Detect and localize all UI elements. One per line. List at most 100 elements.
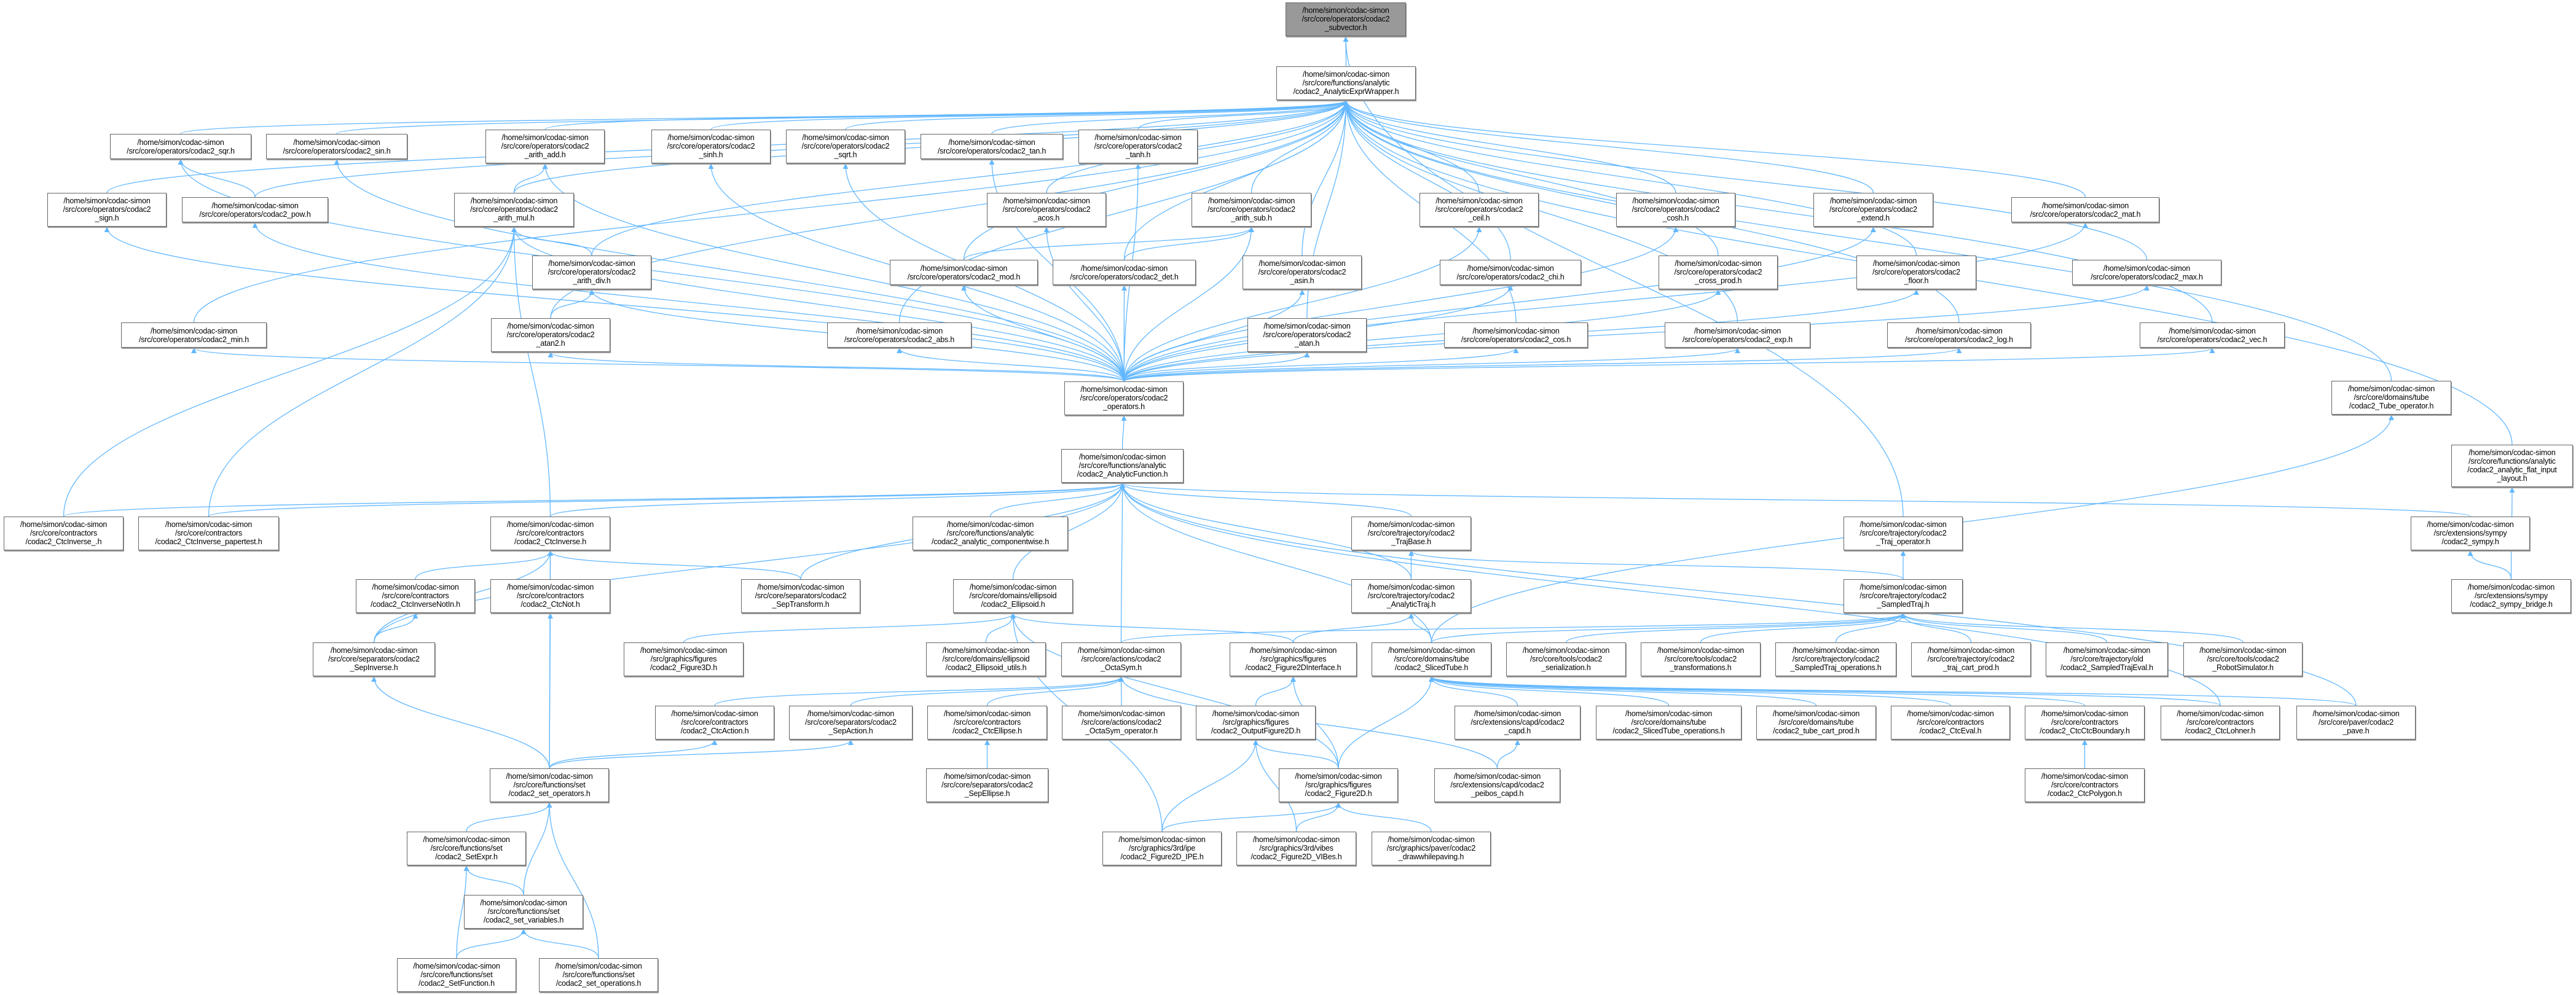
graph-node-figure2d-ipe[interactable]: /home/simon/codac-simon/src/graphics/3rd… [1102,832,1222,865]
graph-node-ellipsoid-utils[interactable]: /home/simon/codac-simon/src/core/domains… [926,642,1046,676]
graph-node-cosh[interactable]: /home/simon/codac-simon/src/core/operato… [1616,193,1735,227]
node-label-line: /src/core/separators/codac2 [941,781,1033,789]
graph-node-extend[interactable]: /home/simon/codac-simon/src/core/operato… [1813,193,1933,227]
graph-node-wrapper[interactable]: /home/simon/codac-simon/src/core/functio… [1276,66,1416,100]
graph-node-tube-cart-prod[interactable]: /home/simon/codac-simon/src/core/domains… [1756,706,1876,739]
graph-node-capd[interactable]: /home/simon/codac-simon/src/extensions/c… [1455,706,1581,739]
graph-node-pave[interactable]: /home/simon/codac-simon/src/core/paver/c… [2296,706,2416,739]
graph-node-log[interactable]: /home/simon/codac-simon/src/core/operato… [1887,322,2031,348]
graph-node-setexpr[interactable]: /home/simon/codac-simon/src/core/functio… [407,832,526,865]
graph-node-slicedtube-operations[interactable]: /home/simon/codac-simon/src/core/domains… [1596,706,1742,739]
node-label-line: /codac2_CtcNot.h [520,600,580,609]
graph-node-mat[interactable]: /home/simon/codac-simon/src/core/operato… [2011,197,2159,222]
graph-node-peibos-capd[interactable]: /home/simon/codac-simon/src/extensions/c… [1434,768,1560,802]
graph-node-sinh[interactable]: /home/simon/codac-simon/src/core/operato… [651,130,771,163]
graph-node-pow[interactable]: /home/simon/codac-simon/src/core/operato… [182,197,328,222]
graph-node-septransform[interactable]: /home/simon/codac-simon/src/core/separat… [741,579,860,613]
graph-node-tanh[interactable]: /home/simon/codac-simon/src/core/operato… [1078,130,1198,163]
graph-node-octasym[interactable]: /home/simon/codac-simon/src/core/actions… [1061,642,1181,676]
graph-node-robotsimulator[interactable]: /home/simon/codac-simon/src/core/tools/c… [2183,642,2303,676]
graph-node-cos[interactable]: /home/simon/codac-simon/src/core/operato… [1444,322,1588,348]
graph-node-slicedtube[interactable]: /home/simon/codac-simon/src/core/domains… [1372,642,1491,676]
graph-node-figure2d-vibes[interactable]: /home/simon/codac-simon/src/graphics/3rd… [1236,832,1356,865]
graph-node-sepinverse[interactable]: /home/simon/codac-simon/src/core/separat… [313,642,435,676]
node-label-line: /home/simon/codac-simon [506,583,594,591]
graph-node-transformations[interactable]: /home/simon/codac-simon/src/core/tools/c… [1641,642,1761,676]
graph-node-arith-sub[interactable]: /home/simon/codac-simon/src/core/operato… [1192,193,1311,227]
graph-node-sepaction[interactable]: /home/simon/codac-simon/src/core/separat… [789,706,913,739]
graph-node-sqr[interactable]: /home/simon/codac-simon/src/core/operato… [110,134,251,159]
graph-node-sympy[interactable]: /home/simon/codac-simon/src/extensions/s… [2411,517,2530,550]
node-label-line: /home/simon/codac-simon [920,264,1008,273]
graph-node-figure2dinterface[interactable]: /home/simon/codac-simon/src/graphics/fig… [1230,642,1357,676]
graph-node-atan2[interactable]: /home/simon/codac-simon/src/core/operato… [491,318,610,352]
graph-node-flat-input-layout[interactable]: /home/simon/codac-simon/src/core/functio… [2451,445,2573,487]
graph-node-arith-mul[interactable]: /home/simon/codac-simon/src/core/operato… [454,193,574,227]
graph-node-atan[interactable]: /home/simon/codac-simon/src/core/operato… [1247,318,1367,352]
graph-node-tube-operator[interactable]: /home/simon/codac-simon/src/core/domains… [2331,381,2451,415]
node-label-line: /home/simon/codac-simon [1859,520,1947,529]
graph-node-max[interactable]: /home/simon/codac-simon/src/core/operato… [2072,260,2221,285]
graph-node-ctcinversenotin[interactable]: /home/simon/codac-simon/src/core/contrac… [356,579,475,613]
graph-node-traj-operator[interactable]: /home/simon/codac-simon/src/core/traject… [1844,517,1963,550]
graph-node-figure3d[interactable]: /home/simon/codac-simon/src/graphics/fig… [624,642,744,676]
graph-node-mod[interactable]: /home/simon/codac-simon/src/core/operato… [890,260,1038,285]
graph-node-ctceval[interactable]: /home/simon/codac-simon/src/core/contrac… [1891,706,2010,739]
graph-node-ellipsoid[interactable]: /home/simon/codac-simon/src/core/domains… [953,579,1073,613]
graph-node-ctcinverse-papertest[interactable]: /home/simon/codac-simon/src/core/contrac… [138,517,279,550]
graph-node-ctcnot[interactable]: /home/simon/codac-simon/src/core/contrac… [490,579,610,613]
graph-node-sympy-bridge[interactable]: /home/simon/codac-simon/src/extensions/s… [2451,579,2571,613]
graph-node-set-operations[interactable]: /home/simon/codac-simon/src/core/functio… [539,958,658,992]
graph-node-sampledtraj[interactable]: /home/simon/codac-simon/src/core/traject… [1844,579,1963,613]
node-label-line: /src/core/trajectory/codac2 [1859,591,1947,600]
edge-operators-to-exp [1123,348,1740,382]
graph-node-setfunction[interactable]: /home/simon/codac-simon/src/core/functio… [397,958,516,992]
node-label-line: /src/core/operators/codac2 [1258,268,1346,276]
graph-node-trajbase[interactable]: /home/simon/codac-simon/src/core/traject… [1351,517,1471,550]
graph-node-set-variables[interactable]: /home/simon/codac-simon/src/core/functio… [464,895,583,929]
graph-node-analytictraj[interactable]: /home/simon/codac-simon/src/core/traject… [1351,579,1471,613]
graph-node-sqrt[interactable]: /home/simon/codac-simon/src/core/operato… [786,130,905,163]
graph-node-vec[interactable]: /home/simon/codac-simon/src/core/operato… [2140,322,2285,348]
graph-node-ctclohner[interactable]: /home/simon/codac-simon/src/core/contrac… [2161,706,2280,739]
graph-node-outputfigure2d[interactable]: /home/simon/codac-simon/src/graphics/fig… [1196,706,1316,739]
graph-node-arith-div[interactable]: /home/simon/codac-simon/src/core/operato… [532,256,651,289]
node-label-line: /src/core/operators/codac2 [1002,205,1091,214]
graph-node-octasym-operator[interactable]: /home/simon/codac-simon/src/core/actions… [1062,706,1181,739]
graph-node-min[interactable]: /home/simon/codac-simon/src/core/operato… [121,322,267,348]
graph-node-sign[interactable]: /home/simon/codac-simon/src/core/operato… [47,193,167,227]
graph-node-ctcinverse-[interactable]: /home/simon/codac-simon/src/core/contrac… [4,517,124,550]
graph-node-asin[interactable]: /home/simon/codac-simon/src/core/operato… [1243,256,1362,289]
graph-node-sampledtrajeval[interactable]: /home/simon/codac-simon/src/core/traject… [2046,642,2168,676]
graph-node-drawwhilepaving[interactable]: /home/simon/codac-simon/src/graphics/pav… [1372,832,1491,865]
graph-node-traj-cart-prod[interactable]: /home/simon/codac-simon/src/core/traject… [1911,642,2031,676]
graph-node-ceil[interactable]: /home/simon/codac-simon/src/core/operato… [1420,193,1539,227]
graph-node-acos[interactable]: /home/simon/codac-simon/src/core/operato… [987,193,1106,227]
edge-set_operations-to-set_variables [520,929,599,959]
graph-node-det[interactable]: /home/simon/codac-simon/src/core/operato… [1053,260,1196,285]
graph-node-ctcaction[interactable]: /home/simon/codac-simon/src/core/contrac… [655,706,774,739]
graph-node-serialization[interactable]: /home/simon/codac-simon/src/core/tools/c… [1506,642,1626,676]
graph-node-figure2d[interactable]: /home/simon/codac-simon/src/graphics/fig… [1279,768,1398,802]
graph-node-cross-prod[interactable]: /home/simon/codac-simon/src/core/operato… [1659,256,1778,289]
graph-node-chi[interactable]: /home/simon/codac-simon/src/core/operato… [1440,260,1581,285]
graph-node-floor[interactable]: /home/simon/codac-simon/src/core/operato… [1856,256,1976,289]
graph-node-ctcpolygon[interactable]: /home/simon/codac-simon/src/core/contrac… [2025,768,2145,802]
graph-node-tan[interactable]: /home/simon/codac-simon/src/core/operato… [921,134,1063,159]
graph-node-sepellipse[interactable]: /home/simon/codac-simon/src/core/separat… [926,768,1048,802]
graph-node-set-operators[interactable]: /home/simon/codac-simon/src/core/functio… [490,768,609,802]
graph-node-ctcinverse[interactable]: /home/simon/codac-simon/src/core/contrac… [490,517,610,550]
graph-node-exp[interactable]: /home/simon/codac-simon/src/core/operato… [1665,322,1810,348]
graph-node-abs[interactable]: /home/simon/codac-simon/src/core/operato… [827,322,972,348]
graph-node-ctcctcboundary[interactable]: /home/simon/codac-simon/src/core/contrac… [2025,706,2145,739]
graph-node-componentwise[interactable]: /home/simon/codac-simon/src/core/functio… [913,517,1068,550]
node-label-line: /src/core/functions/analytic [1078,461,1166,470]
graph-node-operators[interactable]: /home/simon/codac-simon/src/core/operato… [1064,381,1184,415]
edge-sqrt-to-wrapper [845,100,1349,130]
graph-node-sin[interactable]: /home/simon/codac-simon/src/core/operato… [266,134,407,159]
graph-node-analytic-function[interactable]: /home/simon/codac-simon/src/core/functio… [1061,449,1184,483]
graph-node-arith-add[interactable]: /home/simon/codac-simon/src/core/operato… [485,130,605,163]
graph-node-sampledtraj-operations[interactable]: /home/simon/codac-simon/src/core/traject… [1775,642,1896,676]
graph-node-ctcellipse[interactable]: /home/simon/codac-simon/src/core/contrac… [927,706,1047,739]
